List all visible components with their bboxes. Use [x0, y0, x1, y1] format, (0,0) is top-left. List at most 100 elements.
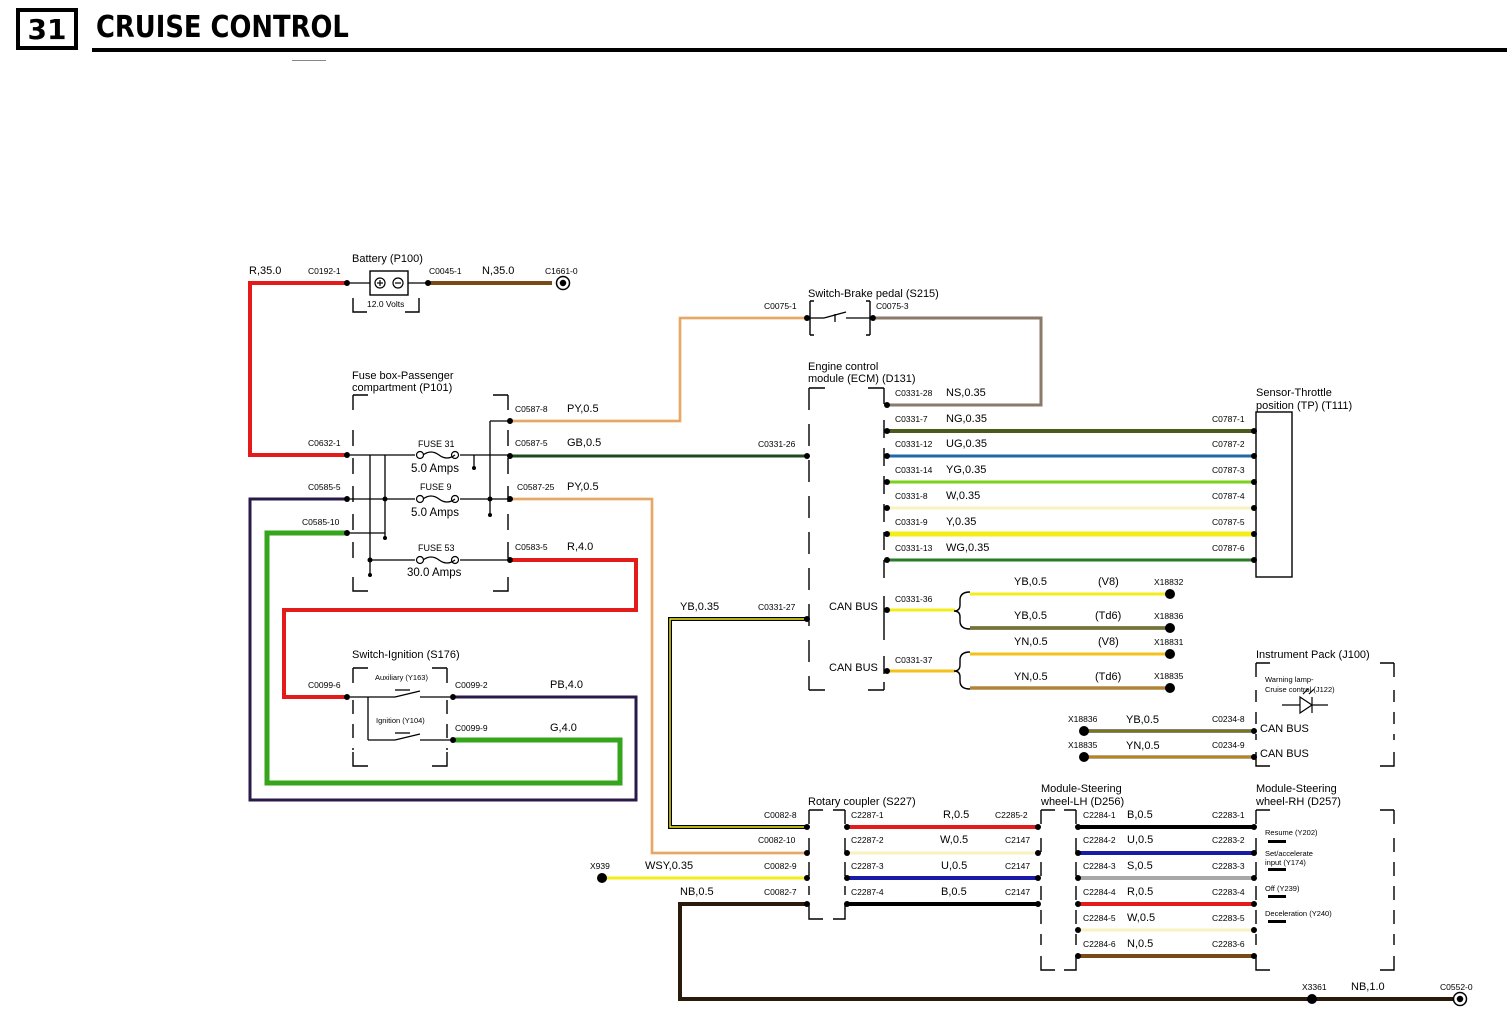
label-c0585-10: C0585-10 [302, 517, 340, 527]
label-c2147-2: C2147 [1005, 861, 1030, 871]
connector-labels: C0192-1 C0045-1 C1661-0 C0632-1 C0585-5 … [302, 266, 1473, 992]
label-c0787-3: C0787-3 [1212, 465, 1245, 475]
wire-label-ng035: NG,0.35 [946, 413, 987, 425]
label-c2283-3: C2283-3 [1212, 861, 1245, 871]
wire-label-td6-1: (Td6) [1095, 610, 1121, 622]
fuse-box-label-1: Fuse box-Passenger [352, 370, 454, 382]
label-c2285-2: C2285-2 [995, 810, 1028, 820]
wire-ns035 [876, 316, 1043, 407]
battery-terminals [374, 277, 404, 289]
label-c0331-28: C0331-28 [895, 388, 933, 398]
section-number: 31 [16, 8, 78, 50]
wire-r35 [248, 281, 345, 457]
wire-label-r05-rh: R,0.5 [1127, 886, 1153, 898]
can-bus-label-2: CAN BUS [829, 662, 878, 674]
wire-label-py05-2: PY,0.5 [567, 481, 599, 493]
set-accel-label-2: input (Y174) [1265, 858, 1306, 867]
label-c0787-1: C0787-1 [1212, 414, 1245, 424]
ignition-switch-outline [352, 667, 448, 767]
label-c0082-9: C0082-9 [764, 861, 797, 871]
wire-pb40 [248, 497, 638, 802]
steer-lh-outline [1040, 809, 1077, 971]
fuse-symbols [415, 450, 460, 565]
label-c0234-8: C0234-8 [1212, 714, 1245, 724]
set-accel-label-1: Set/accelerate [1265, 849, 1313, 858]
wire-label-g40: G,4.0 [550, 722, 577, 734]
label-c0583-5: C0583-5 [515, 542, 548, 552]
fuse-box-label-2: compartment (P101) [352, 382, 452, 394]
warning-lamp-label-1: Warning lamp- [1265, 675, 1314, 684]
wire-label-y035: Y,0.35 [946, 516, 976, 528]
label-c2284-6: C2284-6 [1083, 939, 1116, 949]
label-c0552-0: C0552-0 [1440, 982, 1473, 992]
label-c0331-36: C0331-36 [895, 594, 933, 604]
wire-label-pb40: PB,4.0 [550, 679, 583, 691]
brake-switch-label: Switch-Brake pedal (S215) [808, 288, 939, 300]
label-c0082-10: C0082-10 [758, 835, 796, 845]
wire-g40 [264, 530, 623, 786]
wire-label-u05-rh: U,0.5 [1127, 834, 1153, 846]
label-c0331-7: C0331-7 [895, 414, 928, 424]
wire-label-b05-rh: B,0.5 [1127, 809, 1153, 821]
label-c0632-1: C0632-1 [308, 438, 341, 448]
label-c2147-3: C2147 [1005, 887, 1030, 897]
wire-label-w05-rh: W,0.5 [1127, 912, 1155, 924]
label-c2283-1: C2283-1 [1212, 810, 1245, 820]
label-x18832: X18832 [1154, 577, 1184, 587]
wire-label-yn05-2: YN,0.5 [1014, 671, 1048, 683]
wire-label-yn05-1: YN,0.5 [1014, 636, 1048, 648]
label-c2287-1: C2287-1 [851, 810, 884, 820]
resume-label: Resume (Y202) [1265, 828, 1318, 837]
instrument-pack-label: Instrument Pack (J100) [1256, 649, 1370, 661]
wire-label-td6-2: (Td6) [1095, 671, 1121, 683]
label-c0234-9: C0234-9 [1212, 740, 1245, 750]
label-c0331-37: C0331-37 [895, 655, 933, 665]
fuse9-rating: 5.0 Amps [411, 507, 459, 519]
header-tick [292, 60, 326, 61]
rh-switches [1268, 840, 1286, 923]
wire-label-r35: R,35.0 [249, 265, 281, 277]
wire-label-nb05: NB,0.5 [680, 886, 714, 898]
label-x3361: X3361 [1302, 982, 1327, 992]
label-c2287-4: C2287-4 [851, 887, 884, 897]
wire-label-wg035: WG,0.35 [946, 542, 989, 554]
label-c0585-5: C0585-5 [308, 482, 341, 492]
wire-label-ns035: NS,0.35 [946, 387, 986, 399]
wire-label-v8-2: (V8) [1098, 636, 1119, 648]
wire-nb05 [678, 902, 1458, 1001]
label-c0082-8: C0082-8 [764, 810, 797, 820]
fuse31-rating: 5.0 Amps [411, 463, 459, 475]
wire-label-ip-yb05: YB,0.5 [1126, 714, 1159, 726]
battery-label: Battery (P100) [352, 253, 423, 265]
header-rule [92, 48, 1507, 52]
label-c0787-5: C0787-5 [1212, 517, 1245, 527]
wire-label-yg035: YG,0.35 [946, 464, 986, 476]
ecm-label-1: Engine control [808, 361, 878, 373]
label-x18836: X18836 [1154, 611, 1184, 621]
label-c0099-6: C0099-6 [308, 680, 341, 690]
warning-lamp-label-2: Cruise control (J122) [1265, 685, 1335, 694]
label-c2284-3: C2284-3 [1083, 861, 1116, 871]
ground-symbols [555, 275, 1468, 1007]
label-c1661-0: C1661-0 [545, 266, 578, 276]
wire-label-r40: R,4.0 [567, 541, 593, 553]
auxiliary-label: Auxiliary (Y163) [375, 673, 428, 682]
wire-py05-top [512, 316, 805, 423]
label-c0587-25: C0587-25 [517, 482, 555, 492]
tps-label-2: position (TP) (T111) [1256, 400, 1352, 412]
label-c2287-3: C2287-3 [851, 861, 884, 871]
rotary-coupler-outline [808, 809, 846, 920]
ignition-label: Ignition (Y104) [376, 716, 425, 725]
battery-volts: 12.0 Volts [367, 299, 404, 309]
tps-body [1255, 411, 1293, 578]
ip-can-bus-label-2: CAN BUS [1260, 748, 1309, 760]
instrument-pack-outline [1255, 662, 1395, 767]
label-c0331-9: C0331-9 [895, 517, 928, 527]
label-c2284-4: C2284-4 [1083, 887, 1116, 897]
wire-label-n35: N,35.0 [482, 265, 514, 277]
wire-yb035-stripe [669, 618, 805, 828]
label-c0787-4: C0787-4 [1212, 491, 1245, 501]
wire-label-r05-lh: R,0.5 [943, 809, 969, 821]
label-c2287-2: C2287-2 [851, 835, 884, 845]
